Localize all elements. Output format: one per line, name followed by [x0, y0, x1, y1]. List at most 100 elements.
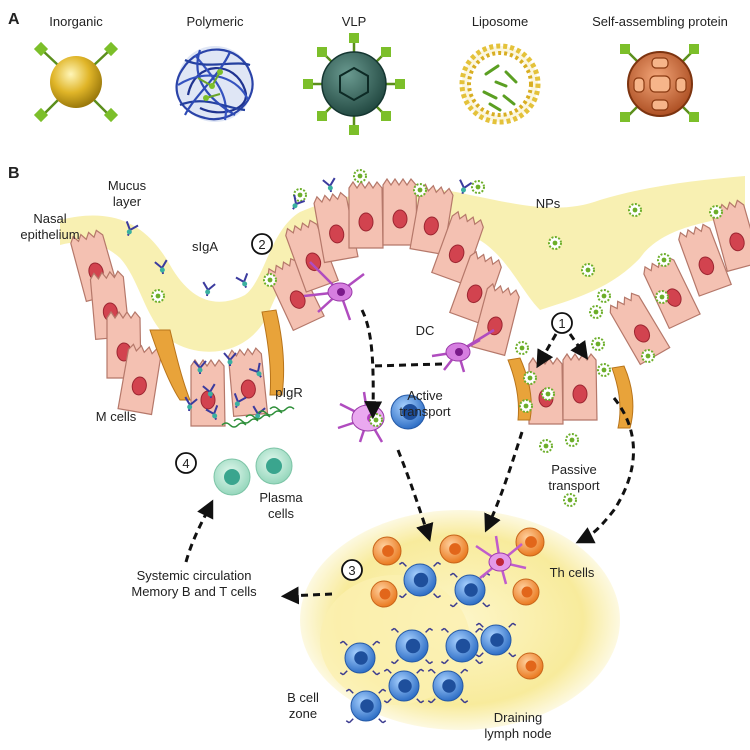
label-draining: Draining [494, 710, 542, 725]
b-cell [398, 561, 442, 599]
epithelial-cell [382, 177, 418, 246]
plasma-cells [213, 447, 293, 496]
m-cell [611, 365, 634, 429]
np-label-liposome: Liposome [472, 14, 528, 29]
nanoparticle-icon [523, 371, 537, 385]
nanoparticle-icon [589, 305, 603, 319]
inorganic-np: Inorganic [33, 14, 119, 123]
np-label-protein: Self-assembling protein [592, 14, 728, 29]
label-siga: sIgA [192, 239, 218, 254]
th-cell [512, 578, 540, 606]
label-passive-transport: transport [548, 478, 600, 493]
antibody-icon [233, 393, 247, 408]
label-lymph-node: lymph node [484, 726, 551, 741]
virus-like-particle-icon [303, 33, 405, 135]
nanoparticle-icon [597, 363, 611, 377]
np-label-vlp: VLP [342, 14, 367, 29]
epithelial-cell [348, 180, 384, 249]
vlp-np: VLP [303, 14, 405, 135]
b-cell [440, 627, 484, 665]
nanoparticle-icon [597, 289, 611, 303]
gold-sphere-icon [33, 41, 119, 123]
label-mucus-layer: layer [113, 194, 142, 209]
nanoparticle-icon [413, 183, 427, 197]
lymph-node-cells [339, 527, 545, 724]
arrow-dc-to-dc [371, 362, 443, 368]
b-cell [475, 622, 517, 658]
label-active: Active [407, 388, 442, 403]
nanoparticle-icon [353, 169, 367, 183]
epithelial-cell [430, 210, 484, 285]
nanoparticle-icon [263, 273, 277, 287]
panel-b-labels: Mucus layer Nasal epithelium sIgA DC NPs… [20, 178, 600, 741]
label-b-cell: B cell [287, 690, 319, 705]
epithelial-cell [117, 343, 162, 416]
np-label-inorganic: Inorganic [49, 14, 103, 29]
nanoparticle-icon [591, 337, 605, 351]
b-cell [383, 668, 425, 704]
nanoparticle-icon [515, 341, 529, 355]
panel-b-letter: B [8, 165, 20, 182]
label-passive: Passive [551, 462, 597, 477]
label-pigr: pIgR [275, 385, 302, 400]
arrow-to-plasma [184, 499, 214, 563]
antibody-icon [322, 177, 336, 193]
pigr-receptor [269, 406, 295, 412]
arrow-step1-left [536, 333, 558, 369]
antibody-icon [184, 396, 198, 412]
polymeric-np: Polymeric [175, 14, 254, 122]
arrow-systemic [280, 586, 333, 605]
epithelial-cell [409, 183, 454, 256]
antibody-icon [202, 383, 216, 399]
label-th-cells: Th cells [550, 565, 595, 580]
nanoparticle-icon [581, 263, 595, 277]
label-nasal: Nasal [33, 211, 66, 226]
step-marker-3: 3 [341, 559, 363, 581]
nanoparticle-icon [563, 493, 577, 507]
protein-cage-icon [620, 44, 699, 122]
nanoparticle-icon [628, 203, 642, 217]
arrow-step1-right [568, 333, 589, 360]
epithelial-cell [285, 219, 340, 293]
antibody-icon [193, 360, 207, 374]
label-mucus: Mucus [108, 178, 147, 193]
nanoparticle-icon [641, 349, 655, 363]
lymph-dendritic-cell [475, 535, 527, 585]
label-active-transport: transport [399, 404, 451, 419]
th-cell [516, 652, 544, 680]
polymer-mesh-icon [175, 46, 254, 122]
np-label-polymeric: Polymeric [186, 14, 244, 29]
pigr-receptor [257, 410, 283, 416]
pigr-receptor [221, 422, 247, 428]
antibody-icon [154, 259, 168, 275]
liposome-np: Liposome [459, 14, 541, 125]
m-cell [149, 329, 191, 401]
m-cells [149, 309, 634, 429]
label-plasma-cells: cells [268, 506, 295, 521]
nanoparticle-icon [655, 290, 669, 304]
svg-text:4: 4 [182, 456, 189, 471]
label-epithelium: epithelium [20, 227, 79, 242]
mucus-layer [60, 176, 745, 352]
label-nps: NPs [536, 196, 561, 211]
dendritic-cell [431, 328, 495, 373]
antibody-icon [292, 194, 306, 210]
antibodies [125, 177, 473, 428]
antibody-icon [202, 281, 216, 297]
pigr-receptor [245, 414, 271, 420]
label-memory: Memory B and T cells [131, 584, 257, 599]
svg-text:2: 2 [258, 237, 265, 252]
label-m-cells: M cells [96, 409, 137, 424]
th-cell [439, 534, 469, 564]
epithelial-cell [678, 223, 733, 297]
arrow-passive-2 [575, 397, 635, 544]
nanoparticle-icon [709, 205, 723, 219]
svg-text:1: 1 [558, 316, 565, 331]
epithelial-cell [227, 347, 269, 418]
epithelial-cell [313, 191, 359, 264]
nanoparticle-icon [471, 180, 485, 194]
antibody-icon [125, 221, 139, 236]
b-cell [449, 572, 491, 608]
